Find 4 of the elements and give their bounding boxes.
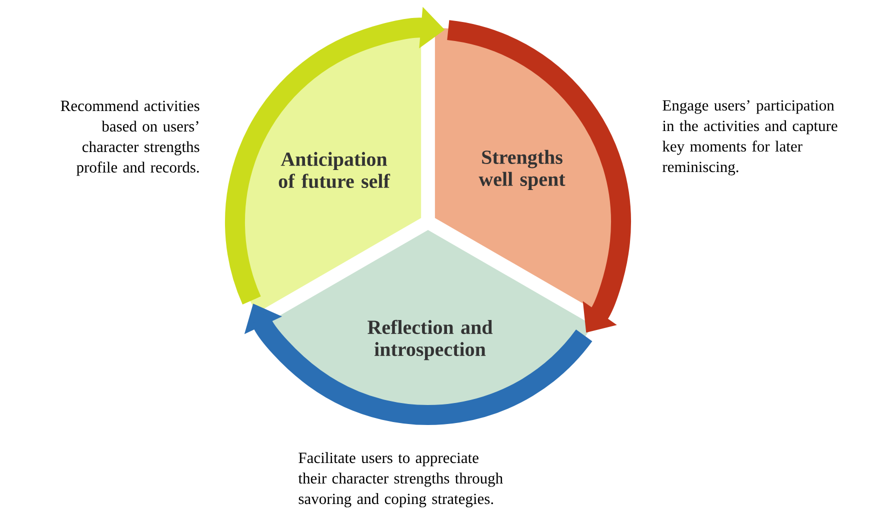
description-text: Facilitate users to appreciate their character strengths through savoring and coping strategies. xyxy=(298,452,503,508)
sector: Reflection and introspection xyxy=(263,230,593,420)
description-text: Recommend activities based on users’ character strengths profile and records. xyxy=(60,100,200,176)
description-text: Engage users’ participation in the activities and capture key moments for later reminiscing. xyxy=(662,100,838,176)
